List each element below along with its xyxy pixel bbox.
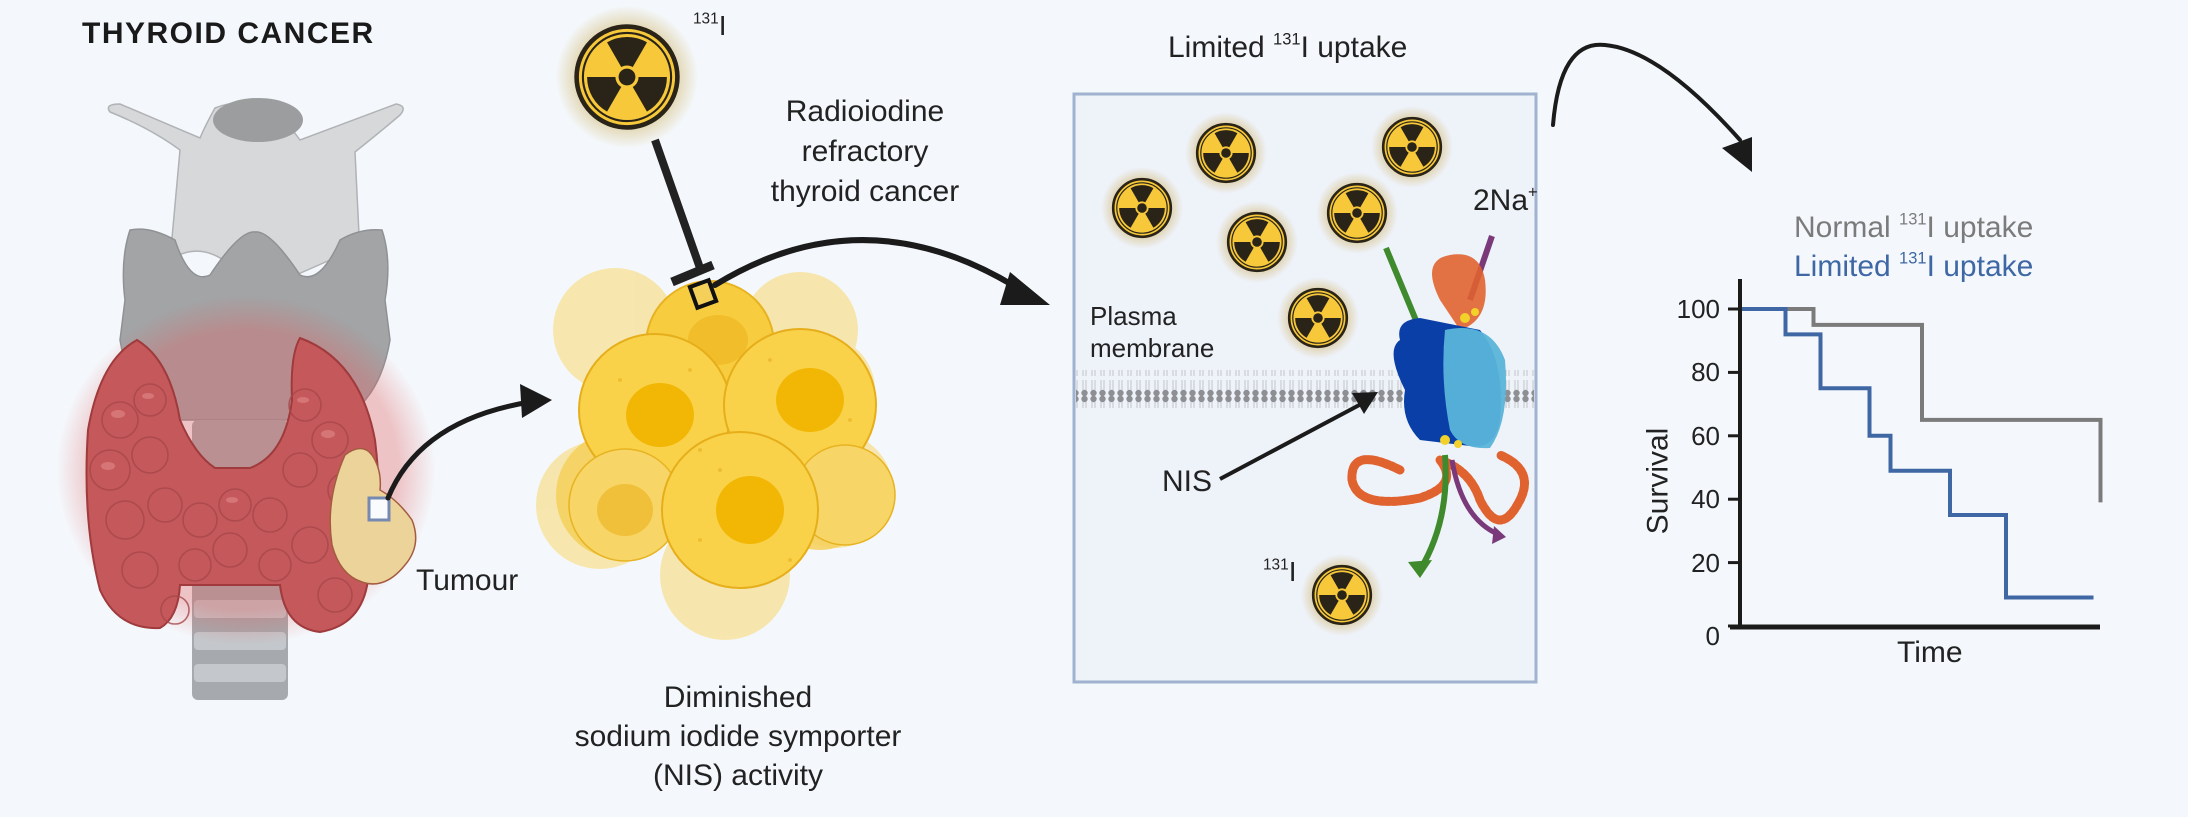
tumour-selection-box [367,496,391,522]
inhibitor-line [651,138,704,270]
radioiodine-refractory-label: Radioiodine refractory thyroid cancer [770,95,960,208]
y-tick-label: 0 [1705,621,1720,651]
series-limited-uptake-line [1740,307,2094,600]
plasma-membrane-label: Plasma membrane [1090,301,1215,363]
series-normal-uptake-line [1740,307,2103,503]
arrow-head [1722,137,1752,172]
y-tick-label: 20 [1691,547,1720,578]
radiation-icon [556,6,699,149]
cell-selection-box [687,277,719,311]
nis-protein-icon [1347,235,1529,578]
thyroid-lobules [89,383,363,625]
y-tick-label: 100 [1676,294,1720,324]
tumour-cell-cluster-icon [536,268,896,640]
legend-normal-uptake: Normal 131I uptake [1794,210,2034,244]
nis-label: NIS [1162,465,1213,498]
diminished-nis-label: Diminished sodium iodide symporter (NIS)… [574,681,902,792]
isotope-label-top: 131I [693,10,727,41]
legend-limited-uptake: Limited 131I uptake [1794,249,2034,283]
arrow-head [520,384,552,418]
tumour-label: Tumour [416,564,519,597]
nis-pointer [1219,400,1366,481]
arrow-head [1352,392,1378,414]
y-tick-label: 60 [1691,420,1720,451]
isotope-label-bottom: 131I [1263,556,1297,587]
figure-title: THYROID CANCER [82,17,375,50]
arrow-tumour-to-cells [385,399,533,501]
x-axis-label: Time [1897,636,1963,669]
y-tick-label: 40 [1691,484,1720,515]
arrow-head [1000,272,1050,305]
limited-uptake-header: Limited 131I uptake [1168,30,1408,64]
inhibitor-bar [670,260,715,287]
arrow-membrane-to-chart [1551,42,1742,142]
y-tick-label: 80 [1691,357,1720,388]
survival-chart [1728,279,2103,630]
arrow-cells-to-membrane [712,237,1033,299]
sodium-ion-label: 2Na+ [1473,183,1538,217]
thyroid-gland-icon [56,98,436,700]
